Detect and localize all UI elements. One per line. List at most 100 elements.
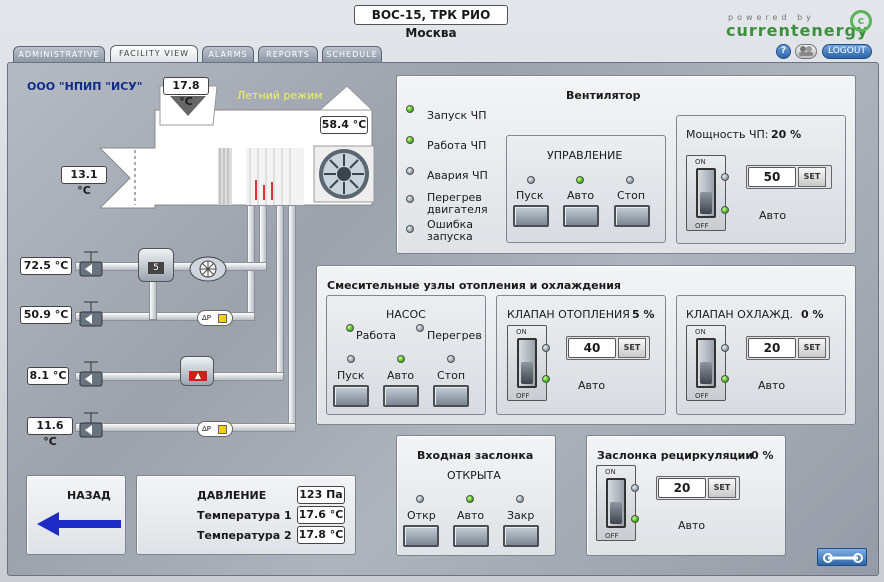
pump-auto-button[interactable] (383, 385, 419, 407)
help-button[interactable]: ? (776, 44, 791, 59)
status-led (416, 495, 424, 503)
fan-setpoint-input[interactable]: 50 (748, 167, 796, 187)
inlet-damper-state: ОТКРЫТА (447, 469, 501, 482)
fan-auto-button[interactable] (563, 205, 599, 227)
status-led (721, 375, 729, 383)
status-led (527, 176, 535, 184)
cool-valve-set-button[interactable]: SET (798, 338, 826, 358)
pipe (75, 312, 255, 321)
pipe (259, 205, 267, 267)
tab-reports[interactable]: REPORTS (258, 46, 318, 62)
fan-set-button[interactable]: SET (798, 167, 826, 187)
temp-pipe-1: 72.5 °C (20, 257, 72, 275)
logout-button[interactable]: LOGOUT (822, 44, 872, 59)
pump-icon[interactable]: 5 (138, 248, 174, 282)
pump-work-label: Работа (356, 329, 397, 342)
heat-valve-set-button[interactable]: SET (618, 338, 646, 358)
fan-power-label: Мощность ЧП: (686, 128, 769, 141)
pipe (276, 205, 284, 380)
brand-logo-icon: c (850, 10, 872, 32)
damper-close-button[interactable] (503, 525, 539, 547)
status-led (346, 324, 354, 332)
fan-stop-label: Стоп (617, 189, 646, 202)
reading-value: 123 Па (297, 486, 345, 504)
circulation-fan-icon[interactable] (188, 255, 228, 283)
cool-valve-setpoint-input[interactable]: 20 (748, 338, 796, 358)
heat-valve-mode: Авто (578, 379, 606, 392)
company-name: ООО "НПИП "ИСУ" (27, 80, 143, 93)
status-led (416, 324, 424, 332)
pump-title: НАСОС (386, 308, 426, 321)
tab-schedule[interactable]: SCHEDULE (322, 46, 382, 62)
status-led (516, 495, 524, 503)
fan-auto-label: Авто (567, 189, 595, 202)
status-led (406, 225, 414, 233)
status-led (397, 355, 405, 363)
fan-toggle-switch[interactable]: ON OFF (686, 155, 726, 231)
heat-valve-setpoint-input[interactable]: 40 (568, 338, 616, 358)
status-led (721, 173, 729, 181)
air-handling-unit-diagram (98, 85, 375, 209)
summer-mode-label: Летний режим (237, 89, 323, 102)
reading-label: Температура 2 (197, 529, 292, 542)
temp-pipe-2: 50.9 °C (20, 306, 72, 324)
status-led (576, 176, 584, 184)
recirc-damper-value: 0 % (751, 449, 774, 462)
pump-stop-button[interactable] (433, 385, 469, 407)
fan-status-label: Запуск ЧП (427, 109, 487, 122)
back-button[interactable]: НАЗАД (26, 475, 126, 555)
status-led (542, 375, 550, 383)
recirc-setpoint-input[interactable]: 20 (658, 478, 706, 498)
pump-number: 5 (148, 262, 164, 274)
heat-valve-label: КЛАПАН ОТОПЛЕНИЯ (507, 308, 630, 321)
status-led (626, 176, 634, 184)
pump-start-label: Пуск (337, 369, 365, 382)
reading-label: Температура 1 (197, 509, 292, 522)
fan-status-label: Авария ЧП (427, 169, 488, 182)
heat-valve-value: 5 % (632, 308, 655, 321)
temp-top: 17.8 °C (163, 77, 209, 108)
back-arrow-icon (37, 512, 121, 536)
mixing-title: Смесительные узлы отопления и охлаждения (327, 279, 621, 292)
recirc-set-button[interactable]: SET (708, 478, 736, 498)
tab-administrative[interactable]: ADMINISTRATIVE (13, 46, 105, 62)
cool-valve-value: 0 % (801, 308, 824, 321)
cool-valve-label: КЛАПАН ОХЛАЖД. (686, 308, 794, 321)
temp-outlet: 58.4 °C (320, 116, 368, 134)
settings-button[interactable] (817, 548, 867, 566)
heating-pump-icon[interactable]: ▲ (180, 356, 214, 386)
fan-mode-label: Авто (759, 209, 787, 222)
status-led (721, 344, 729, 352)
pump-auto-label: Авто (387, 369, 415, 382)
inlet-damper-title: Входная заслонка (417, 449, 534, 462)
fan-stop-button[interactable] (614, 205, 650, 227)
tab-alarms[interactable]: ALARMS (202, 46, 254, 62)
back-label: НАЗАД (67, 489, 111, 502)
status-led (721, 206, 729, 214)
dp-label: ΔP (202, 314, 212, 322)
temp-inlet: 13.1 °C (61, 166, 107, 197)
valve-icon[interactable] (76, 248, 106, 448)
damper-close-label: Закр (507, 509, 535, 522)
fan-start-label: Пуск (516, 189, 544, 202)
cool-valve-toggle-switch[interactable]: ON OFF (686, 325, 726, 401)
pump-stop-label: Стоп (437, 369, 466, 382)
tab-facility-view[interactable]: FACILITY VIEW (110, 45, 198, 63)
temp-pipe-3: 8.1 °C (27, 367, 69, 385)
recirc-toggle-switch[interactable]: ON OFF (596, 465, 636, 541)
brand-logo-text: currentenergy (726, 21, 869, 40)
damper-auto-button[interactable] (453, 525, 489, 547)
status-led (347, 355, 355, 363)
heat-valve-toggle-switch[interactable]: ON OFF (507, 325, 547, 401)
damper-open-label: Откр (407, 509, 436, 522)
pump-start-button[interactable] (333, 385, 369, 407)
status-led (447, 355, 455, 363)
fan-start-button[interactable] (513, 205, 549, 227)
cool-valve-mode: Авто (758, 379, 786, 392)
pump-overheat-label: Перегрев (427, 329, 482, 342)
reading-value: 17.8 °C (297, 526, 345, 544)
damper-open-button[interactable] (403, 525, 439, 547)
status-led (631, 484, 639, 492)
fan-status-label: Работа ЧП (427, 139, 487, 152)
users-icon[interactable] (795, 44, 817, 59)
